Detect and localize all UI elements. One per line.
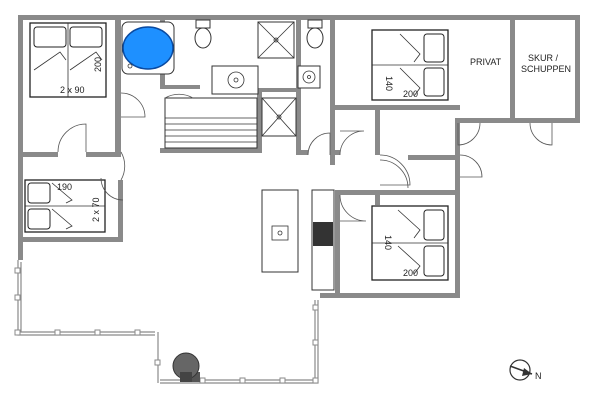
bedroom-1: 2 x 90 200 [29,22,107,98]
shower-2 [261,97,297,137]
kitchen-island [261,189,299,273]
toilet-2 [306,19,324,49]
skur-label-line1: SKUR / [528,53,559,63]
bed-2-width-label: 2 x 70 [91,197,101,222]
bed-3-width-label: 140 [384,76,394,91]
skur-label-line2: SCHUPPEN [521,64,571,74]
inner-walls [160,15,515,298]
bedroom-2: 190 2 x 70 [24,179,106,233]
outdoor-grill [172,352,200,382]
sink-2 [297,65,321,89]
bedroom-4: 140 200 [371,205,449,281]
shower-1 [257,21,295,59]
spa-water [122,26,174,70]
privat-label: PRIVAT [470,57,502,67]
doors [57,92,483,222]
kitchen-counter [311,189,335,291]
bed-2-length-label: 190 [57,182,72,192]
toilet-1 [194,19,212,49]
compass-north-label: N [535,371,542,381]
stove [313,222,333,246]
bed-1-width-label: 2 x 90 [60,85,85,95]
sauna-bench [164,93,258,149]
sink-counter [211,65,259,95]
bed-4-length-label: 200 [403,268,418,278]
terrace [14,260,319,384]
storage-rooms: PRIVAT SKUR / SCHUPPEN [457,53,571,146]
bed-1-length-label: 200 [93,57,103,72]
bed-3-length-label: 200 [403,89,418,99]
spa-bath [121,21,175,75]
bed-4-width-label: 140 [383,235,393,250]
compass-icon: N [509,359,542,381]
bedroom-3: 140 200 [371,29,449,101]
